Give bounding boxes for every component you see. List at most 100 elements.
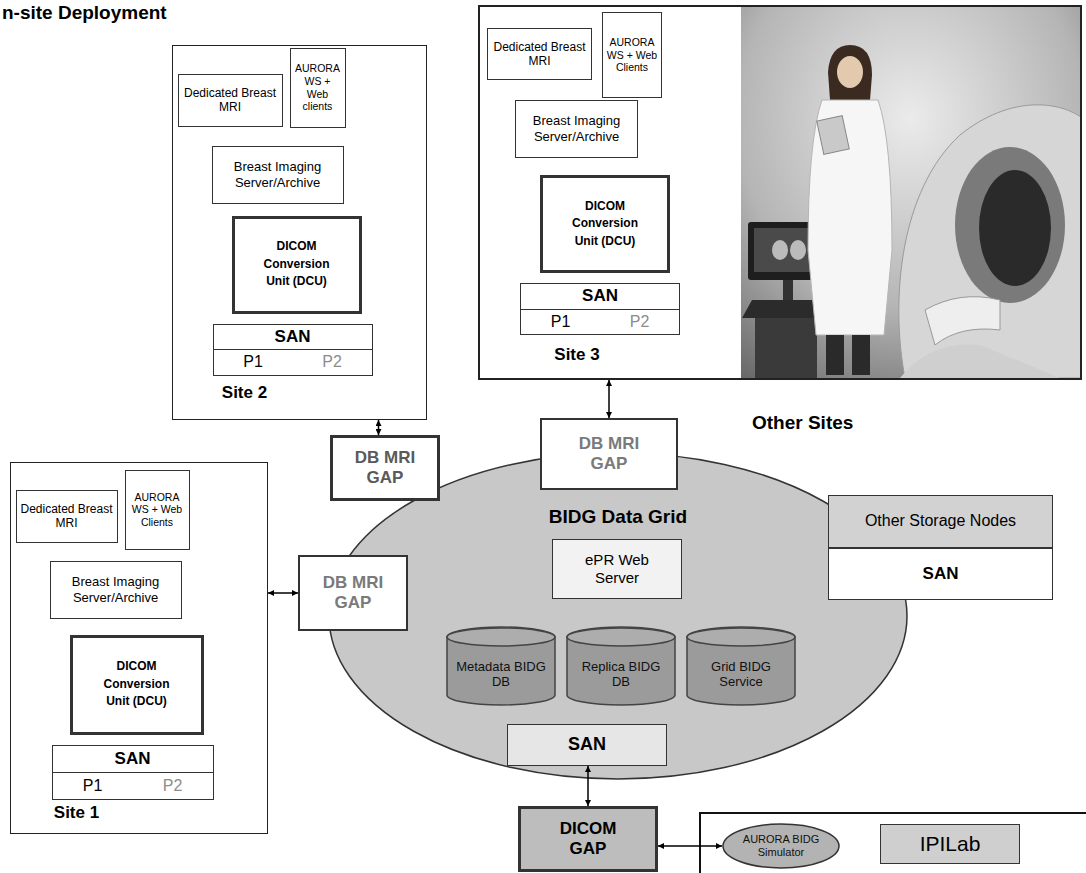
ellipse-shape: [329, 453, 907, 779]
lab-coat: [808, 100, 892, 335]
port-row: P1 P2: [214, 350, 372, 375]
lab-panel-border: [700, 813, 1086, 873]
san-box: SAN P1 P2: [520, 283, 680, 335]
node-text: Dedicated Breast MRI: [182, 86, 279, 115]
scanner-bed: [925, 297, 1000, 345]
modality-box: Dedicated Breast MRI: [487, 28, 592, 80]
modality-box: Dedicated Breast MRI: [16, 490, 118, 543]
node-text: SAN: [829, 549, 1052, 600]
lab-box: IPILab: [880, 824, 1020, 864]
dcu-box: DICOM Conversion Unit (DCU): [70, 635, 204, 735]
cylinder-body: [687, 627, 795, 705]
node-text: AURORA WS + Web clients: [293, 62, 343, 112]
node-text: Grid BIDG Service: [692, 660, 790, 690]
connector-arrow: [378, 420, 380, 435]
node-text: Replica BIDG DB: [572, 660, 670, 690]
connector-arrow: [268, 592, 298, 594]
monitor-stand: [783, 280, 793, 300]
node-text: P2: [163, 777, 183, 795]
node-text: Dedicated Breast MRI: [20, 502, 114, 531]
dcu-box: DICOM Conversion Unit (DCU): [232, 216, 362, 314]
free-label: Other Sites: [752, 412, 853, 434]
cylinder-top: [567, 628, 675, 646]
node-text: Metadata BIDG DB: [452, 660, 550, 690]
gateway-box: DB MRI GAP: [298, 555, 408, 631]
node-text: Breast Imaging Server/Archive: [54, 574, 178, 605]
cylinder-body: [447, 627, 555, 705]
node-text: SAN: [214, 325, 372, 351]
node-text: P1: [83, 777, 103, 795]
node-text: DB MRI GAP: [306, 573, 400, 614]
san-box: SAN P1 P2: [52, 745, 214, 800]
workstation-box: AURORA WS + Web Clients: [125, 470, 190, 550]
database-cylinder: Grid BIDG Service: [686, 627, 796, 705]
node-text: Dedicated Breast MRI: [491, 40, 588, 69]
leg: [852, 335, 870, 375]
console-cabinet: [755, 318, 817, 378]
san-box: SAN P1 P2: [213, 324, 373, 376]
node-text: DB MRI GAP: [562, 434, 656, 475]
storage-box: Other Storage NodesSAN: [828, 495, 1053, 600]
node-text: IPILab: [884, 831, 1016, 856]
node-text: Other Storage Nodes: [829, 496, 1052, 549]
port-row: P1 P2: [521, 310, 679, 335]
clipboard: [817, 116, 850, 155]
node-text: ePR Web Server: [571, 551, 663, 587]
connector-arrow: [608, 380, 610, 418]
screen-image: [790, 240, 806, 260]
node-text: DB MRI GAP: [339, 448, 431, 489]
ellipse-shape: [723, 824, 839, 868]
gateway-box: DB MRI GAP: [540, 418, 678, 490]
connector-arrow: [658, 845, 722, 847]
workstation-box: AURORA WS + Web Clients: [602, 12, 662, 98]
node-text: DICOM Conversion Unit (DCU): [569, 198, 641, 250]
gateway-box: DICOM GAP: [518, 806, 658, 872]
node-text: Breast Imaging Server/Archive: [519, 113, 634, 144]
archive-box: Breast Imaging Server/Archive: [515, 100, 638, 158]
node-text: Breast Imaging Server/Archive: [216, 159, 340, 190]
node-text: DICOM Conversion Unit (DCU): [99, 658, 175, 710]
cylinder-top: [687, 628, 795, 646]
node-text: P1: [551, 313, 571, 331]
node-text: P2: [630, 313, 650, 331]
modality-box: Dedicated Breast MRI: [178, 74, 283, 127]
site-box: Site 3Dedicated Breast MRIAURORA WS + We…: [478, 5, 1082, 380]
dcu-box: DICOM Conversion Unit (DCU): [540, 175, 670, 273]
database-cylinder: Replica BIDG DB: [566, 627, 676, 705]
node-text: AURORA WS + Web Clients: [128, 491, 187, 529]
leg: [826, 335, 844, 375]
node-text: BIDG Data Grid: [328, 506, 908, 528]
site-box: Site 2 Dedicated Breast MRI AURORA WS + We…: [172, 45, 427, 420]
node-text: Site 1: [17, 803, 137, 823]
node-text: P1: [243, 353, 263, 371]
archive-box: Breast Imaging Server/Archive: [50, 561, 182, 619]
connector-arrow: [587, 766, 589, 806]
node-text: SAN: [521, 284, 679, 310]
data-grid-ellipse: BIDG Data Grid ePR Web ServerMetadata BID…: [328, 452, 908, 780]
node-text: Site 2: [185, 383, 305, 403]
screen-image: [772, 240, 788, 260]
scanner-body: [899, 105, 1080, 378]
node-text: SAN: [53, 746, 213, 773]
archive-box: Breast Imaging Server/Archive: [212, 146, 344, 204]
simulator-ellipse: AURORA BIDG Simulator: [722, 823, 840, 869]
cylinder-top: [447, 628, 555, 646]
database-cylinder: Metadata BIDG DB: [446, 627, 556, 705]
node-text: DICOM Conversion Unit (DCU): [261, 238, 333, 290]
server-box: ePR Web Server: [552, 539, 682, 599]
scanner-ring: [955, 147, 1065, 303]
node-text: SAN: [511, 734, 663, 756]
mri-photo: [741, 7, 1080, 378]
cylinder-body: [567, 627, 675, 705]
site-box: Site 1 Dedicated Breast MRI AURORA WS + We…: [10, 462, 268, 834]
node-text: AURORA BIDG Simulator: [736, 833, 826, 858]
scanner-bore: [979, 170, 1051, 286]
node-text: P2: [322, 353, 342, 371]
scanner-base: [900, 344, 1060, 378]
node-text: DICOM GAP: [545, 819, 631, 860]
port-row: P1 P2: [53, 773, 213, 799]
node-text: AURORA WS + Web Clients: [605, 36, 659, 74]
workstation-box: AURORA WS + Web clients: [290, 48, 346, 128]
hair: [828, 45, 872, 100]
